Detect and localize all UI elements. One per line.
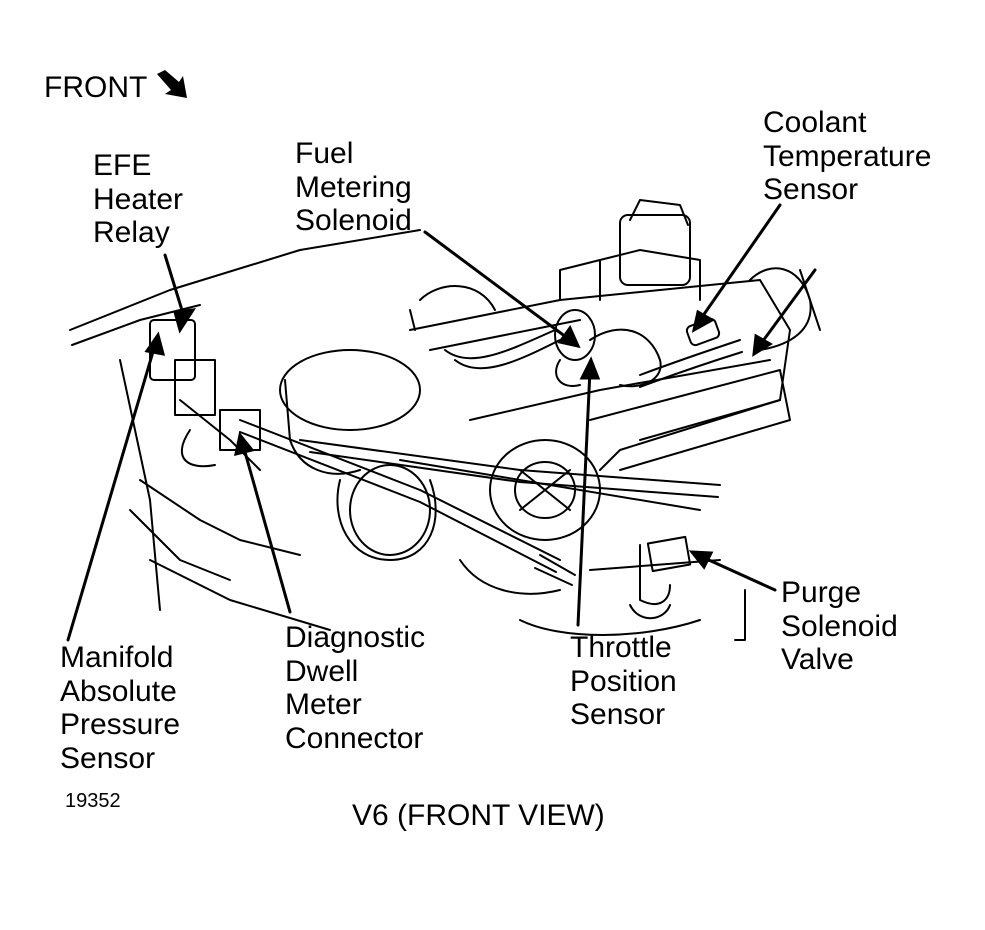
leader-purge: [698, 554, 777, 592]
label-coolant-temperature-sensor: Coolant Temperature Sensor: [763, 106, 932, 206]
leader-map: [66, 343, 157, 642]
leader-efe: [163, 253, 187, 322]
leader-fuel: [423, 230, 572, 342]
figure-caption: V6 (FRONT VIEW): [352, 799, 605, 832]
label-efe-heater-relay: EFE Heater Relay: [93, 149, 184, 249]
label-fuel-metering-solenoid: Fuel Metering Solenoid: [295, 137, 412, 237]
label-diagnostic-dwell-meter-connector: Diagnostic Dwell Meter Connector: [285, 621, 426, 755]
leader-throttle: [576, 368, 592, 627]
front-label: FRONT: [44, 70, 189, 105]
label-purge-solenoid-valve: Purge Solenoid Valve: [781, 576, 898, 676]
label-throttle-position-sensor: Throttle Position Sensor: [570, 631, 677, 731]
leader-coolant: [698, 203, 782, 322]
leader-dwell: [241, 443, 292, 614]
front-arrow-icon: [157, 70, 188, 98]
figure-number: 19352: [65, 790, 121, 812]
label-manifold-absolute-pressure-sensor: Manifold Absolute Pressure Sensor: [60, 641, 181, 775]
